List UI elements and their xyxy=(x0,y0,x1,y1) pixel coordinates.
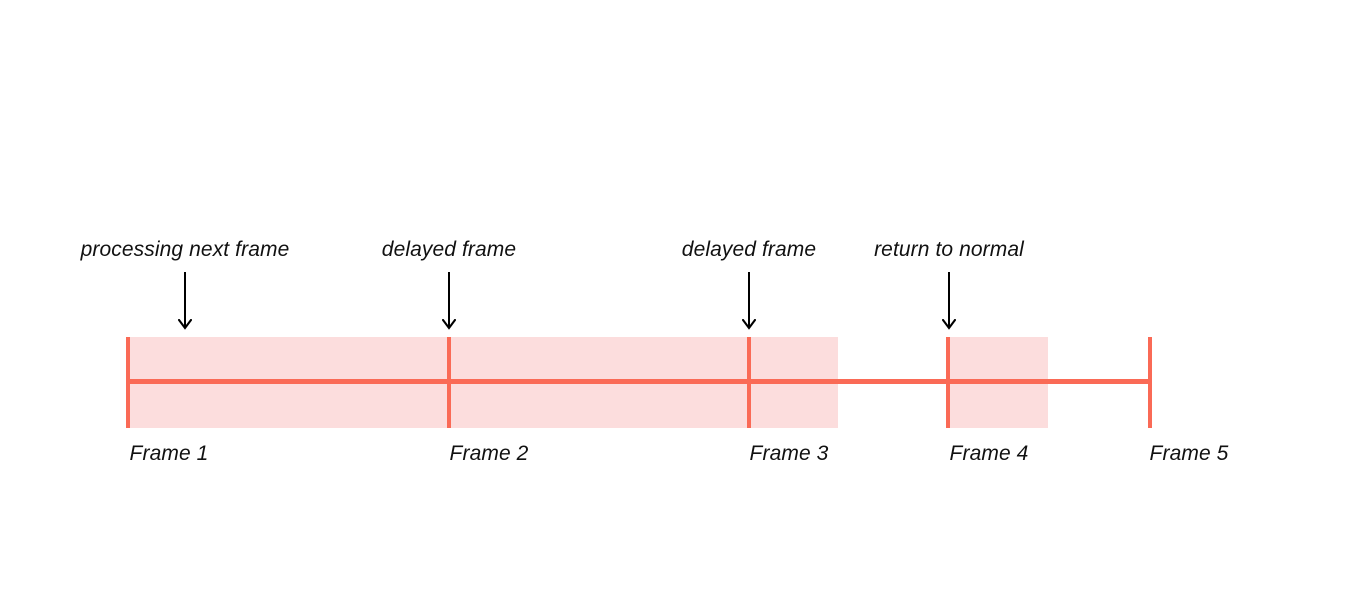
annotation-label-3-delayed-frame: delayed frame xyxy=(681,238,817,261)
arrow-head-down-icon xyxy=(177,317,193,330)
annotation-arrow-1-processing-next-frame xyxy=(177,272,193,330)
tick-frame-5 xyxy=(1148,337,1152,428)
frame-label-frame-1: Frame 1 xyxy=(129,442,209,465)
arrow-shaft xyxy=(748,272,750,327)
tick-frame-2 xyxy=(447,337,451,428)
frame-label-frame-5: Frame 5 xyxy=(1149,442,1229,465)
tick-frame-1 xyxy=(126,337,130,428)
arrow-head-down-icon xyxy=(941,317,957,330)
frame-label-frame-2: Frame 2 xyxy=(449,442,529,465)
tick-frame-3 xyxy=(747,337,751,428)
frame-label-frame-4: Frame 4 xyxy=(949,442,1029,465)
arrow-shaft xyxy=(948,272,950,327)
arrow-shaft xyxy=(184,272,186,327)
annotation-arrow-4-return-to-normal xyxy=(941,272,957,330)
tick-frame-4 xyxy=(946,337,950,428)
frame-label-frame-3: Frame 3 xyxy=(749,442,829,465)
annotation-arrow-2-delayed-frame xyxy=(441,272,457,330)
annotation-label-1-processing-next-frame: processing next frame xyxy=(80,238,290,261)
arrow-head-down-icon xyxy=(441,317,457,330)
annotation-label-2-delayed-frame: delayed frame xyxy=(381,238,517,261)
arrow-shaft xyxy=(448,272,450,327)
timeline-axis xyxy=(128,379,1150,384)
arrow-head-down-icon xyxy=(741,317,757,330)
annotation-arrow-3-delayed-frame xyxy=(741,272,757,330)
annotation-label-4-return-to-normal: return to normal xyxy=(874,238,1024,261)
